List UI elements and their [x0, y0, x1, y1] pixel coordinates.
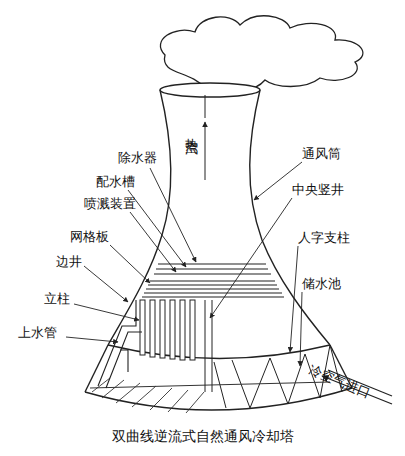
steam-cloud: [160, 16, 363, 92]
part-label: 立柱: [44, 291, 70, 306]
basin-hatching: [90, 378, 330, 413]
hot-air-arrow: [205, 122, 206, 180]
part-label: 上水管: [18, 325, 57, 340]
columns: [140, 300, 195, 360]
inlet-pipe: [98, 300, 142, 388]
leader-lines: [66, 162, 302, 366]
part-label: 配水槽: [96, 174, 135, 189]
part-label: 通风筒: [302, 146, 341, 161]
fill-layers: [142, 264, 284, 297]
part-label: 边井: [56, 254, 82, 269]
part-label: 喷溅装置: [84, 196, 136, 211]
airflow-label: 冷空气进口: [306, 362, 372, 400]
part-label: 除水器: [118, 150, 157, 165]
part-label: 储水池: [302, 276, 341, 291]
part-label: 网格板: [70, 229, 109, 244]
part-label: 中央竖井: [292, 182, 344, 197]
tower-shell: [85, 83, 352, 410]
diagram-caption: 双曲线逆流式自然通风冷却塔: [0, 428, 405, 446]
airflow-label: 热空汽: [184, 128, 199, 134]
part-label: 人字支柱: [298, 230, 350, 245]
central-shaft: [205, 95, 212, 392]
